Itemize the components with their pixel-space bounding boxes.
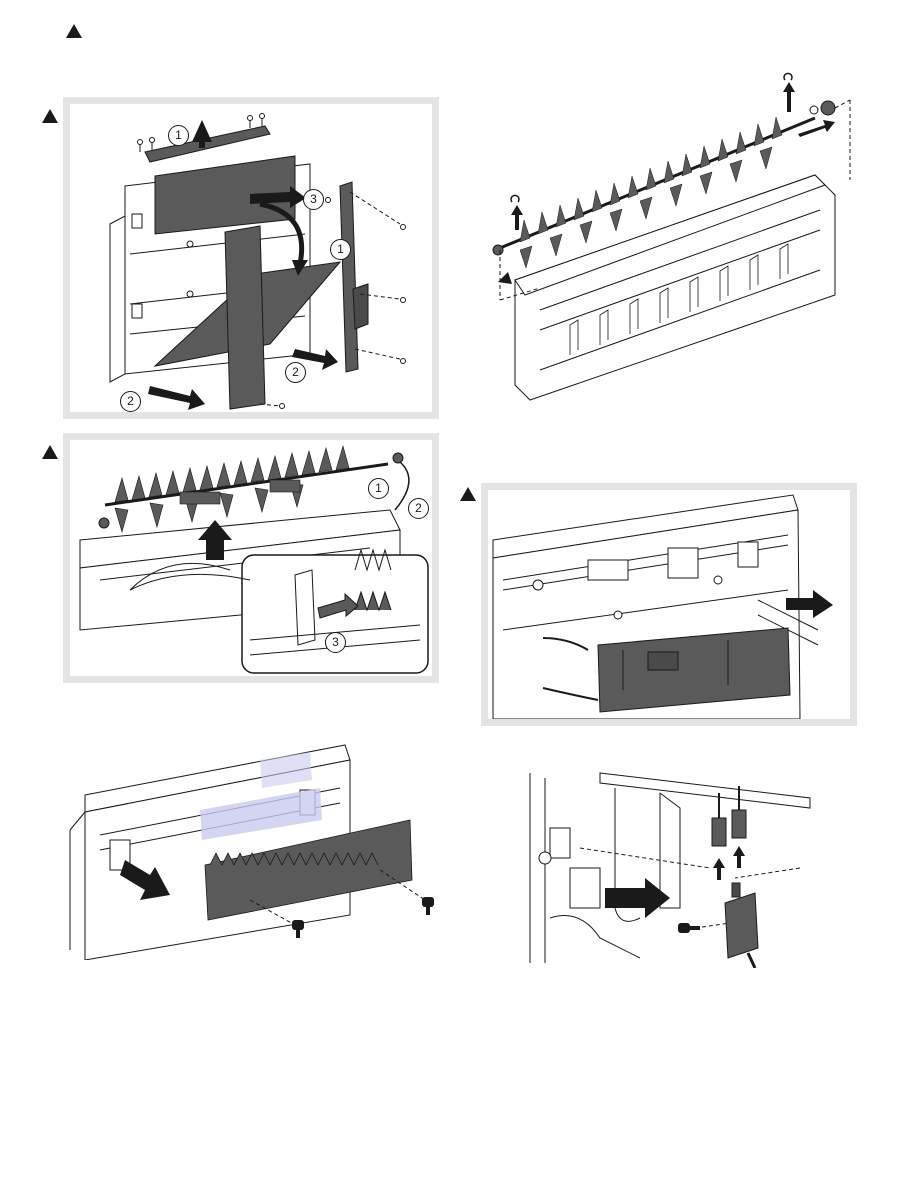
paddle-shaft-illustration: [70, 440, 432, 676]
warning-triangle-icon: [460, 487, 476, 501]
sensor-illustration: [520, 768, 820, 968]
callout-step-1: 1: [330, 239, 351, 260]
callout-step-2: 2: [408, 498, 429, 519]
warning-triangle-icon: [42, 445, 58, 459]
figure-paddle-shaft-removal: 1 2 3: [63, 433, 439, 683]
paper-guide-unit-illustration: [60, 740, 450, 960]
pwb-cover-illustration: [488, 490, 850, 719]
callout-step-1: 1: [168, 125, 189, 146]
warning-triangle-icon: [42, 109, 58, 123]
figure-sensor-removal: [520, 768, 820, 968]
figure-paddle-shaft-assembly: [480, 70, 860, 415]
paddle-shaft-assembly-illustration: [480, 70, 860, 415]
rear-cover-illustration: [70, 104, 432, 412]
figure-paper-guide-unit-removal: [60, 740, 450, 960]
callout-step-1: 1: [368, 478, 389, 499]
callout-step-2: 2: [120, 391, 141, 412]
callout-step-2: 2: [285, 362, 306, 383]
warning-triangle-icon: [66, 24, 82, 38]
figure-rear-cover-removal: 1 3 1 2 2: [63, 97, 439, 419]
callout-step-3: 3: [303, 189, 324, 210]
callout-step-3: 3: [325, 632, 346, 653]
figure-pwb-cover-removal: [481, 483, 857, 726]
